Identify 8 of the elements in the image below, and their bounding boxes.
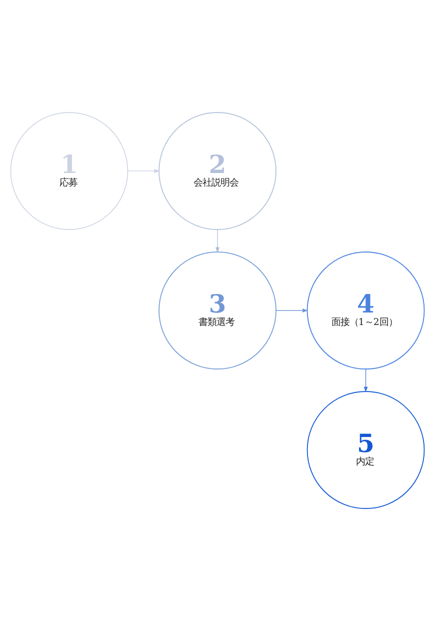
arrow — [127, 168, 160, 172]
node-circle: 3 書類選考 — [158, 251, 276, 369]
arrow — [216, 228, 220, 252]
node-circle: 5 内定 — [306, 390, 425, 508]
arrow — [276, 308, 308, 312]
node-circle: 4 面接（1～2回） — [306, 251, 425, 369]
arrow — [364, 368, 368, 392]
node-circle: 2 会社説明会 — [158, 112, 276, 230]
